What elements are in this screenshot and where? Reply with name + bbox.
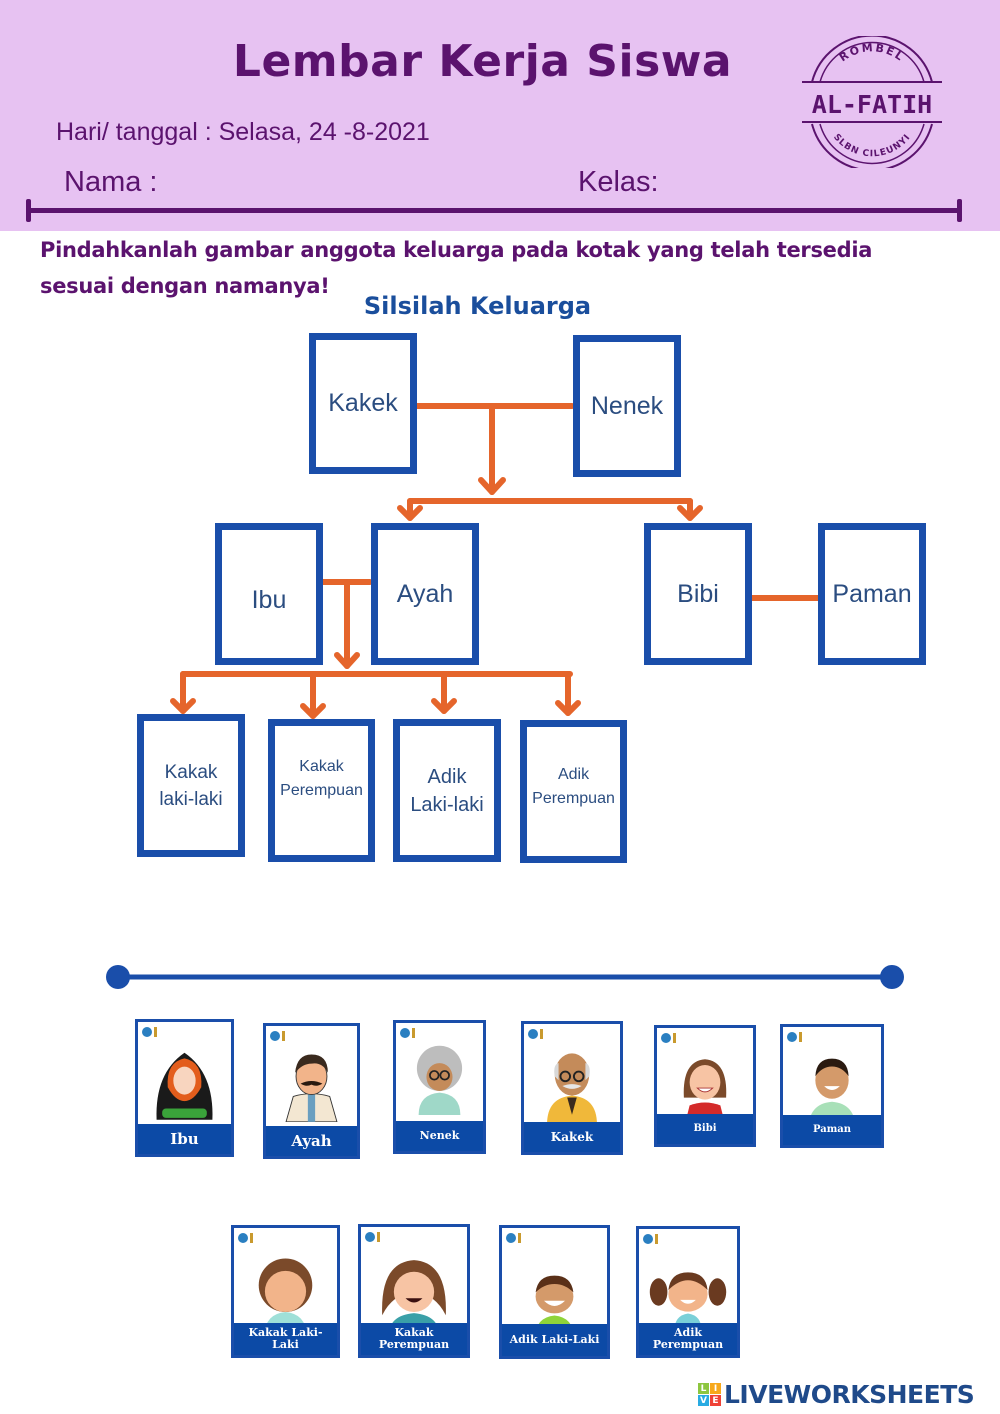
drop-box-nenek[interactable]: Nenek xyxy=(573,335,681,477)
card-label: Nenek xyxy=(396,1121,483,1151)
arrow-head-kakak-perempuan xyxy=(300,703,326,719)
drop-box-label: Adik xyxy=(427,765,467,788)
ibu-illustration xyxy=(156,1052,213,1120)
card-label-line: Perempuan xyxy=(652,1338,724,1351)
card-label-line: Kakak xyxy=(394,1326,434,1339)
draggable-card-ibu[interactable]: Ibu xyxy=(135,1019,234,1157)
liveworksheets-mark-icon: L I V E xyxy=(698,1383,721,1406)
kakek-illustration xyxy=(547,1053,597,1125)
liveworksheets-logo: L I V E LIVEWORKSHEETS xyxy=(698,1380,975,1409)
kemdikbud-logo-icon xyxy=(142,1027,157,1037)
drop-box-label: Ayah xyxy=(396,579,454,608)
drop-box-label: Perempuan xyxy=(280,781,363,799)
drop-box-label: Ibu xyxy=(251,585,287,614)
draggable-card-paman[interactable]: Paman xyxy=(780,1024,884,1148)
adik-perempuan-illustration xyxy=(649,1272,727,1332)
card-label: Kakak Laki-Laki xyxy=(234,1323,337,1355)
draggable-card-ayah[interactable]: Ayah xyxy=(263,1023,360,1159)
drop-box-bibi[interactable]: Bibi xyxy=(644,523,752,665)
drop-box-label: Perempuan xyxy=(532,789,615,807)
drop-box-label: Nenek xyxy=(590,391,664,420)
kemdikbud-logo-icon xyxy=(365,1232,380,1242)
family-tree-title: Silsilah Keluarga xyxy=(363,292,592,320)
drop-box-paman[interactable]: Paman xyxy=(818,523,926,665)
brand-mark-letter: E xyxy=(710,1395,721,1406)
arrow-head-kakak-laki xyxy=(170,698,196,714)
page-title: Lembar Kerja Siswa xyxy=(232,36,733,87)
kemdikbud-logo-icon xyxy=(506,1233,521,1243)
drop-box-label: laki-laki xyxy=(159,788,223,810)
section-divider xyxy=(106,965,904,989)
drop-box-kakak-laki-laki[interactable]: Kakak laki-laki xyxy=(137,714,245,857)
card-label: Kakek xyxy=(524,1122,620,1152)
arrow-head-grandparents xyxy=(478,477,506,495)
brand-mark-letter: V xyxy=(698,1395,709,1406)
date-line: Hari/ tanggal : Selasa, 24 -8-2021 xyxy=(56,118,430,146)
kemdikbud-logo-icon xyxy=(643,1234,658,1244)
worksheet-header: Lembar Kerja Siswa Hari/ tanggal : Selas… xyxy=(0,0,1000,231)
kemdikbud-logo-icon xyxy=(661,1033,676,1043)
drop-box-ibu[interactable]: Ibu xyxy=(215,523,323,665)
draggable-card-nenek[interactable]: Nenek xyxy=(393,1020,486,1154)
drop-box-label: Bibi xyxy=(677,579,719,608)
stamp-top-text: ROMBEL xyxy=(837,41,905,64)
drop-box-label: Kakek xyxy=(328,389,398,417)
card-label: Bibi xyxy=(657,1114,753,1144)
card-label-line: Laki xyxy=(272,1338,299,1351)
drop-box-kakek[interactable]: Kakek xyxy=(309,333,417,474)
class-label: Kelas: xyxy=(578,166,659,198)
instruction-text: Pindahkanlah gambar anggota keluarga pad… xyxy=(40,238,873,298)
header-divider xyxy=(28,208,960,213)
kakak-laki-laki-illustration xyxy=(258,1258,313,1335)
card-label: Ayah xyxy=(266,1126,357,1156)
svg-text:ROMBEL: ROMBEL xyxy=(837,41,907,64)
ayah-illustration xyxy=(285,1054,338,1122)
arrow-head-adik-laki xyxy=(431,698,457,714)
brand-mark-letter: I xyxy=(710,1383,721,1394)
kemdikbud-logo-icon xyxy=(270,1031,285,1041)
drop-box-label: Laki-laki xyxy=(410,793,484,816)
kemdikbud-logo-icon xyxy=(528,1029,543,1039)
drop-box-label: Adik xyxy=(557,765,590,783)
stamp-center-text: AL-FATIH xyxy=(812,90,932,119)
card-label: Ibu xyxy=(138,1124,231,1154)
brand-mark-letter: L xyxy=(698,1383,709,1394)
nenek-illustration xyxy=(416,1045,463,1116)
adik-laki-laki-illustration xyxy=(535,1275,574,1337)
name-label: Nama : xyxy=(64,166,158,198)
drop-box-ayah[interactable]: Ayah xyxy=(371,523,479,665)
kemdikbud-logo-icon xyxy=(238,1233,253,1243)
liveworksheets-brand-text: LIVEWORKSHEETS xyxy=(724,1380,975,1409)
arrow-head-bibi xyxy=(677,505,703,521)
kemdikbud-logo-icon xyxy=(787,1032,802,1042)
drop-box-label: Paman xyxy=(832,579,912,608)
arrow-head-parents xyxy=(334,652,360,669)
kemdikbud-logo-icon xyxy=(400,1028,415,1038)
draggable-card-bibi[interactable]: Bibi xyxy=(654,1025,756,1147)
card-label: Adik Laki-Laki xyxy=(502,1324,607,1356)
header-divider-cap-left xyxy=(26,199,31,222)
card-label: Paman xyxy=(783,1115,881,1145)
arrow-head-adik-perempuan xyxy=(555,700,581,716)
header-divider-cap-right xyxy=(957,199,962,222)
rombel-stamp-logo: ROMBEL AL-FATIH SLBN CILEUNYI xyxy=(802,36,942,168)
drop-box-label: Kakak xyxy=(164,761,218,783)
arrow-head-ayah xyxy=(397,505,423,521)
drop-box-label: Kakak xyxy=(299,757,344,775)
card-label-line: Kakak Laki- xyxy=(248,1326,323,1339)
draggable-card-kakek[interactable]: Kakek xyxy=(521,1021,623,1155)
card-label-line: Perempuan xyxy=(378,1338,450,1351)
draggable-card-adik-laki-laki[interactable]: Adik Laki-Laki xyxy=(499,1225,610,1359)
draggable-card-kakak-laki-laki[interactable]: Kakak Laki-Laki xyxy=(231,1225,340,1358)
card-label-line: Adik xyxy=(673,1326,702,1339)
